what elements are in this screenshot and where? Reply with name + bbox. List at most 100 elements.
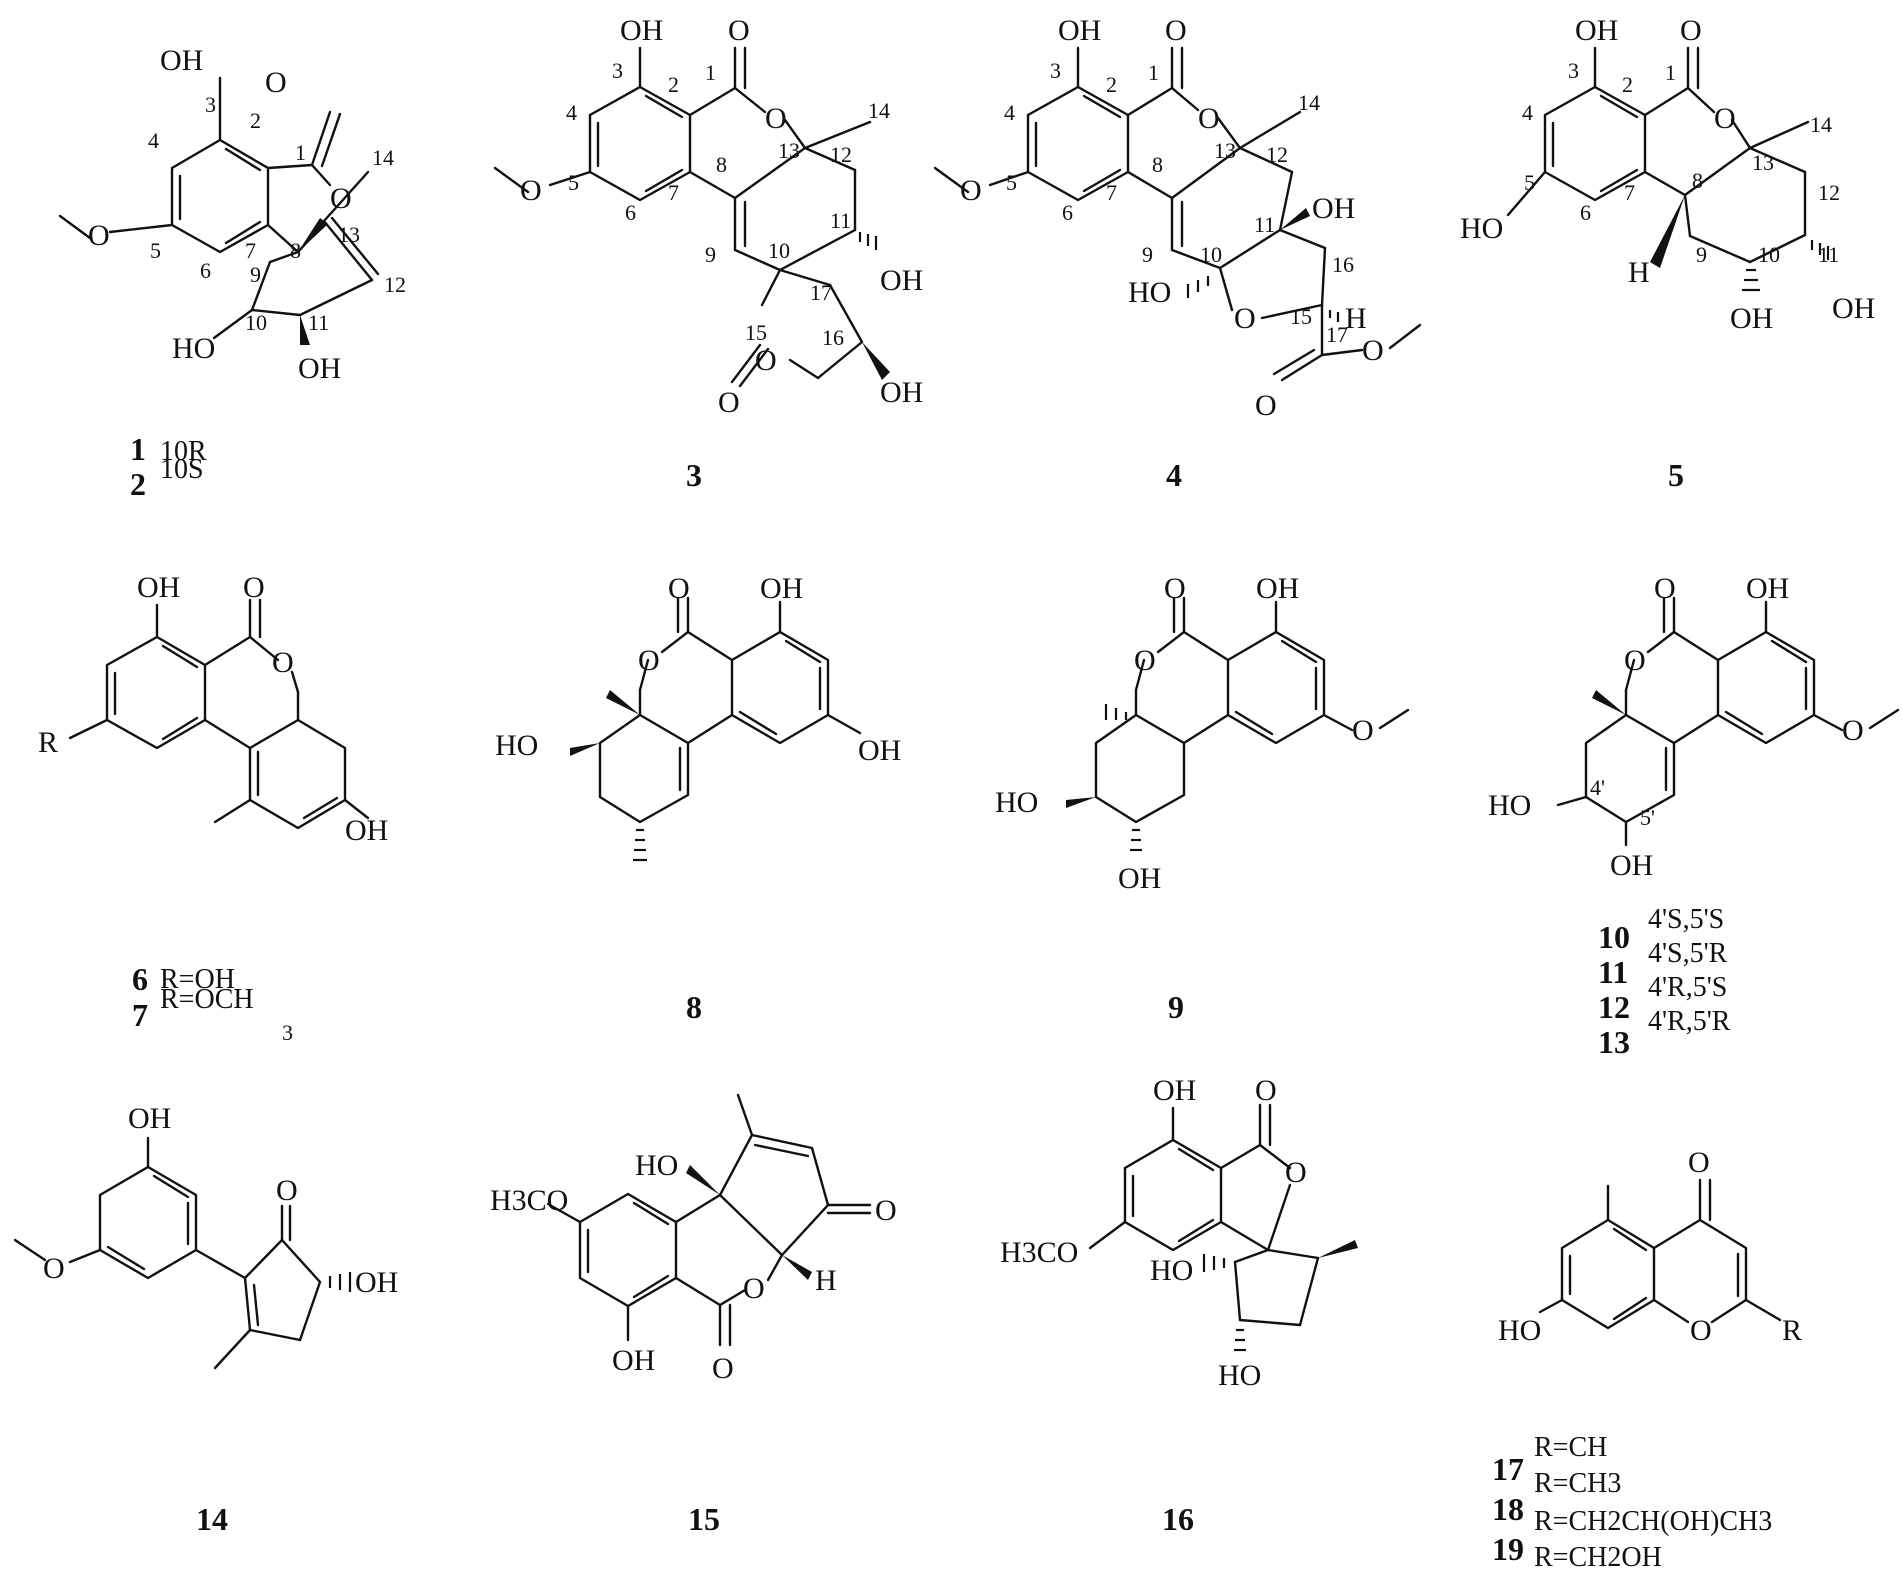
position-label: 9 xyxy=(250,262,261,287)
atom-label: O xyxy=(276,1174,298,1207)
atom-label: O xyxy=(1690,1314,1712,1347)
atom-label: OH xyxy=(160,44,203,77)
position-label: 6 xyxy=(200,258,211,283)
atom-label: O xyxy=(1842,714,1864,747)
atom-label: HO xyxy=(172,332,215,365)
position-label: 1 xyxy=(295,140,306,165)
compound-number: 8 xyxy=(686,989,702,1025)
compound-number: 11 xyxy=(1598,954,1628,990)
atom-label: HO xyxy=(1150,1254,1193,1287)
atom-label: HO xyxy=(1218,1359,1261,1392)
atom-label: HO xyxy=(495,729,538,762)
substituent-note: 3 xyxy=(282,1020,293,1045)
compound-number: 17 xyxy=(1492,1451,1524,1487)
atom-label: HO xyxy=(995,786,1038,819)
atom-label: O xyxy=(712,1352,734,1385)
position-label: 9 xyxy=(1696,242,1707,267)
atom-label: OH xyxy=(858,734,901,767)
position-label: 4 xyxy=(566,100,577,125)
compound-number: 16 xyxy=(1162,1501,1194,1537)
atom-label: OH xyxy=(760,572,803,605)
atom-label: O xyxy=(960,174,982,207)
atom-label: O xyxy=(330,182,352,215)
atom-label: H3CO xyxy=(490,1184,568,1217)
compound-number: 12 xyxy=(1598,989,1630,1025)
position-label: 8 xyxy=(1152,152,1163,177)
position-label: 12 xyxy=(1266,142,1288,167)
position-label: 3 xyxy=(612,58,623,83)
substituent-note: R=CH2CH(OH)CH3 xyxy=(1534,1506,1772,1537)
position-label: 10 xyxy=(768,238,790,263)
atom-label: OH xyxy=(880,264,923,297)
compound-number: 15 xyxy=(688,1501,720,1537)
atom-label: OH xyxy=(1058,14,1101,47)
position-label: 12 xyxy=(384,272,406,297)
atom-label: OH xyxy=(298,352,341,385)
position-label: 4 xyxy=(1004,100,1015,125)
atom-label: OH xyxy=(137,571,180,604)
atom-label: OH xyxy=(1118,862,1161,895)
atom-label: O xyxy=(755,344,777,377)
compound-number: 4 xyxy=(1166,457,1182,493)
position-label: 9 xyxy=(1142,242,1153,267)
compound-number: 1 xyxy=(130,431,146,467)
compound-number: 9 xyxy=(1168,989,1184,1025)
position-label: 14 xyxy=(372,145,394,170)
position-label: 5 xyxy=(568,170,579,195)
position-label: 2 xyxy=(668,72,679,97)
atom-label: H xyxy=(815,1264,837,1297)
atom-label: O xyxy=(875,1194,897,1227)
position-label: 13 xyxy=(338,222,360,247)
position-label: 8 xyxy=(716,152,727,177)
atom-label: R xyxy=(1782,1314,1802,1347)
structure-15: HO H3CO O O H OH O 15 xyxy=(490,1093,897,1537)
atom-label: O xyxy=(1234,302,1256,335)
position-label: 2 xyxy=(250,108,261,133)
position-label: 3 xyxy=(205,92,216,117)
position-label: 8 xyxy=(290,238,301,263)
atom-label: O xyxy=(1680,14,1702,47)
position-label: 5 xyxy=(1524,170,1535,195)
atom-label: O xyxy=(88,219,110,252)
atom-label: O xyxy=(638,644,660,677)
position-label: 12 xyxy=(830,142,852,167)
position-label: 11 xyxy=(830,208,851,233)
compound-number: 19 xyxy=(1492,1531,1524,1567)
atom-label: O xyxy=(43,1252,65,1285)
position-label: 6 xyxy=(625,200,636,225)
position-label: 1 xyxy=(1665,60,1676,85)
atom-label: HO xyxy=(635,1149,678,1182)
atom-label: H xyxy=(1345,302,1367,335)
compound-number: 13 xyxy=(1598,1024,1630,1060)
position-label: 14 xyxy=(1298,90,1320,115)
position-label: 14 xyxy=(868,98,890,123)
position-label: 2 xyxy=(1622,72,1633,97)
atom-label: O xyxy=(743,1272,765,1305)
structure-4: OH O O O OH HO O H O O 1 2 3 4 5 6 7 8 9… xyxy=(933,14,1422,493)
configuration-note: 10R xyxy=(160,436,207,467)
position-label: 4 xyxy=(148,128,159,153)
substituent-note: R=OCH xyxy=(160,984,254,1015)
atom-label: OH xyxy=(1730,302,1773,335)
position-label: 13 xyxy=(1214,138,1236,163)
atom-label: O xyxy=(1198,102,1220,135)
position-label: 4 xyxy=(1522,100,1533,125)
position-label: 15 xyxy=(745,320,767,345)
atom-label: O xyxy=(1688,1146,1710,1179)
atom-label: OH xyxy=(880,376,923,409)
configuration-note: 10S xyxy=(160,454,204,485)
compound-number: 7 xyxy=(132,997,148,1033)
position-label: 10 xyxy=(245,310,267,335)
atom-label: R xyxy=(38,726,58,759)
position-label: 9 xyxy=(705,242,716,267)
substituent-note: R=CH xyxy=(1534,1432,1607,1463)
substituent-note: R=CH2OH xyxy=(1534,1542,1662,1573)
configuration-note: 4'R,5'S xyxy=(1648,972,1727,1003)
position-label: 8 xyxy=(1692,168,1703,193)
position-label: 5 xyxy=(1006,170,1017,195)
position-label: 12 xyxy=(1818,180,1840,205)
position-label: 6 xyxy=(1580,200,1591,225)
position-label: 16 xyxy=(1332,252,1354,277)
compound-number: 6 xyxy=(132,961,148,997)
